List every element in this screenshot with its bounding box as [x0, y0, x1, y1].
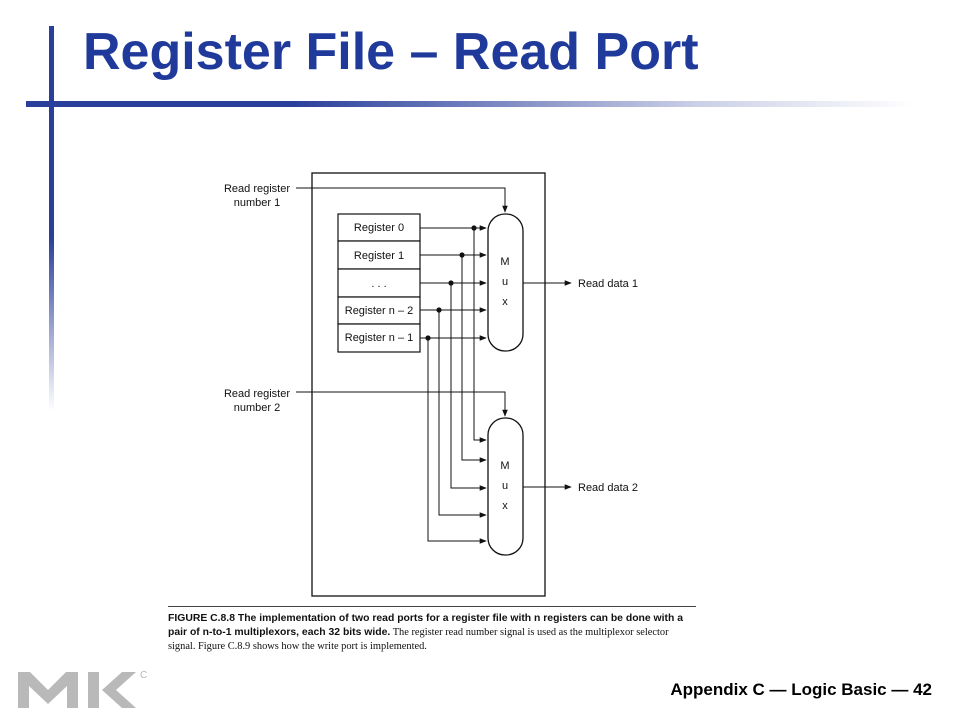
- title-accent-horizontal-bar: [26, 101, 916, 107]
- register-ellipsis-label: . . .: [371, 278, 386, 290]
- register-box-n-1: [337, 323, 421, 353]
- mux-2-letter-u: u: [502, 480, 508, 492]
- read-register-2-wire: [296, 391, 508, 417]
- slide-title: Register File – Read Port: [83, 23, 699, 81]
- read-register-1-wire: [296, 187, 508, 213]
- mux-1-letter-m: M: [500, 256, 509, 268]
- read-register-2-label-line2: number 2: [234, 402, 280, 414]
- mux-2-letter-x: x: [502, 500, 508, 512]
- register-file-frame: [311, 172, 546, 597]
- figure-caption-bold: FIGURE C.8.8 The implementation of two r…: [168, 613, 684, 638]
- mux-1-letter-u: u: [502, 276, 508, 288]
- register-0-label: Register 0: [354, 222, 404, 234]
- mux-1-letter-x: x: [502, 296, 508, 308]
- mk-logo-icon: C: [18, 670, 147, 708]
- register-n-2-label: Register n – 2: [345, 305, 413, 317]
- read-register-2-label-line1: Read register: [224, 388, 290, 400]
- register-n-1-label: Register n – 1: [345, 332, 413, 344]
- read-register-1-label-line1: Read register: [224, 183, 290, 195]
- figure-caption: FIGURE C.8.8 The implementation of two r…: [168, 606, 696, 654]
- register-stack: Register 0 Register 1 . . . Register n –…: [337, 213, 421, 353]
- figure-caption-text: The register read number signal is used …: [168, 627, 669, 652]
- read-data-2-label: Read data 2: [578, 482, 638, 494]
- wire-junction-dots: [425, 225, 477, 341]
- read-data-1-label: Read data 1: [578, 278, 638, 290]
- register-box-ellipsis: [337, 268, 421, 298]
- svg-text:C: C: [140, 670, 147, 681]
- read-register-1-label-line2: number 1: [234, 197, 280, 209]
- mux-2-input-wires: [427, 228, 487, 544]
- register-1-label: Register 1: [354, 250, 404, 262]
- slide-footer: Appendix C — Logic Basic — 42: [670, 680, 932, 699]
- mux-2-letter-m: M: [500, 460, 509, 472]
- title-accent-vertical-bar: [49, 26, 54, 411]
